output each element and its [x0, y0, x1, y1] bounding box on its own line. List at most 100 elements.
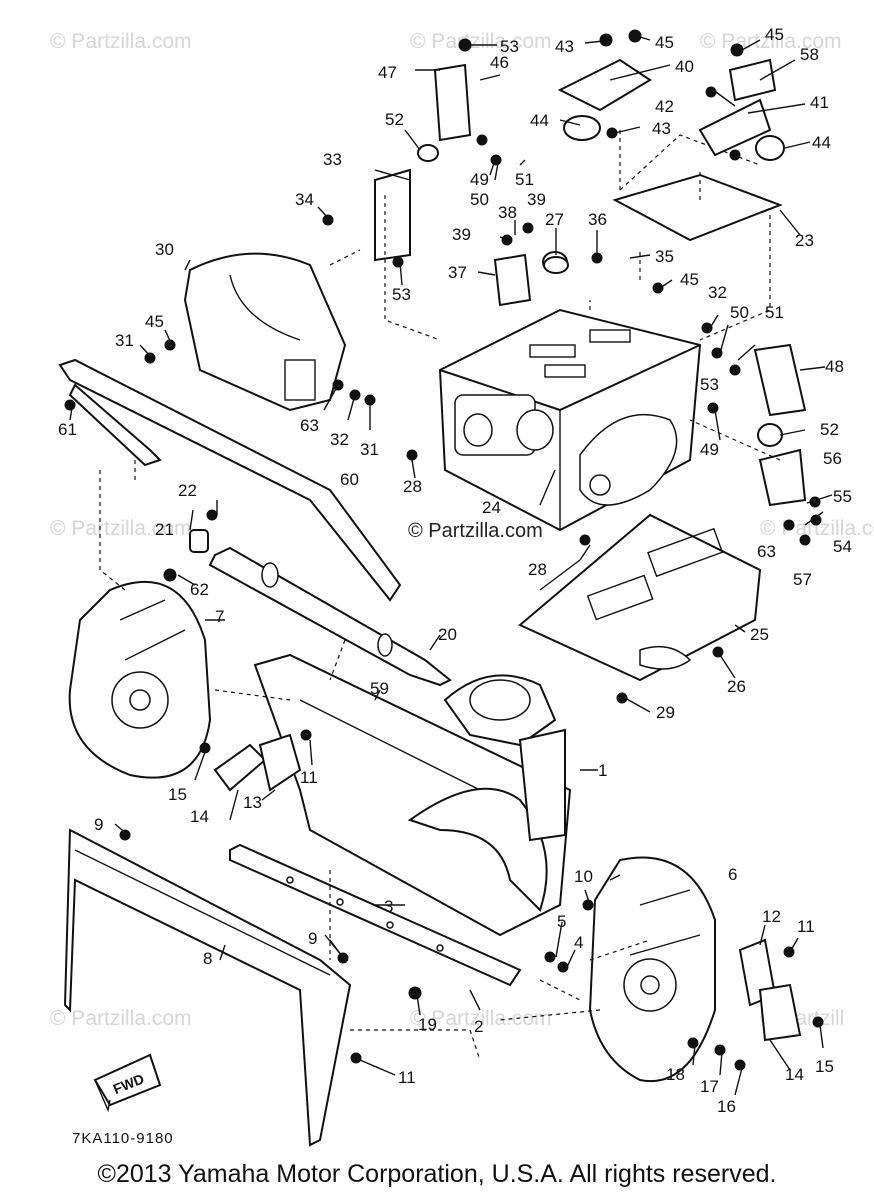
callout-label: 44 — [530, 111, 549, 130]
watermark: © Partzilla.com — [50, 1007, 192, 1030]
callout-label: 63 — [757, 542, 776, 561]
callout-label: 51 — [765, 303, 784, 322]
callout-label: 14 — [785, 1065, 804, 1084]
copyright-notice: ©2013 Yamaha Motor Corporation, U.S.A. A… — [97, 1160, 777, 1188]
handle-bar — [58, 358, 402, 602]
watermark: © Partzilla.com — [410, 30, 552, 53]
callout-label: 23 — [795, 231, 814, 250]
callout-label: 37 — [448, 263, 467, 282]
callout-label: 48 — [825, 357, 844, 376]
callout-label: 62 — [190, 580, 209, 599]
callout-label: 22 — [178, 481, 197, 500]
callout-label: 16 — [717, 1097, 736, 1116]
callout-label: 57 — [793, 570, 812, 589]
callout-label: 11 — [300, 768, 318, 787]
callout-label: 4 — [574, 933, 583, 952]
callout-label: 24 — [482, 498, 501, 517]
callout-label: 25 — [750, 625, 769, 644]
callout-label: 40 — [675, 57, 694, 76]
callout-label: 11 — [398, 1068, 416, 1087]
callout-label: 8 — [203, 949, 212, 968]
callout-label: 29 — [656, 703, 675, 722]
callout-label: 9 — [308, 929, 317, 948]
scraper-blade — [229, 843, 522, 987]
left-side-plate — [68, 580, 212, 779]
callout-label: 39 — [527, 190, 546, 209]
callout-label: 17 — [700, 1077, 719, 1096]
belt-cover — [183, 252, 347, 412]
callout-label: 11 — [797, 917, 815, 936]
callout-label: 61 — [58, 420, 77, 439]
callout-label: 53 — [700, 375, 719, 394]
callout-label: 55 — [833, 487, 852, 506]
drawing-code: 7KA110-9180 — [72, 1130, 174, 1147]
leader-lines — [69, 36, 833, 1096]
callout-label: 53 — [392, 285, 411, 304]
callout-label: 2 — [474, 1017, 483, 1036]
front-scraper — [63, 828, 352, 1147]
watermark: © Partzilla.com — [50, 30, 192, 53]
callout-label: 41 — [810, 93, 829, 112]
callout-label: 45 — [145, 312, 164, 331]
callout-label: 44 — [812, 133, 831, 152]
callout-label: 54 — [833, 537, 852, 556]
callout-label: 50 — [730, 303, 749, 322]
callout-label: 42 — [655, 97, 674, 116]
bracket-small-parts — [213, 58, 807, 1042]
skid-plate — [518, 513, 762, 682]
callout-label: 10 — [574, 867, 593, 886]
callout-label: 26 — [727, 677, 746, 696]
callout-label: 49 — [700, 440, 719, 459]
callout-label: 6 — [728, 865, 737, 884]
callout-label: 46 — [490, 53, 509, 72]
callout-label: 63 — [300, 416, 319, 435]
callout-label: 15 — [815, 1057, 834, 1076]
cover-plate — [612, 134, 783, 242]
callout-label: 21 — [155, 520, 174, 539]
callout-label: 31 — [115, 331, 134, 350]
callout-label: 3 — [384, 897, 393, 916]
callout-label: 14 — [190, 807, 209, 826]
callout-label: 59 — [370, 679, 389, 698]
drive-shaft — [189, 529, 452, 687]
callout-label: 12 — [762, 907, 781, 926]
callout-label: 5 — [557, 912, 566, 931]
callout-label: 50 — [470, 190, 489, 209]
callout-label: 49 — [470, 170, 489, 189]
callout-label: 20 — [438, 625, 457, 644]
callout-label: 9 — [94, 815, 103, 834]
callout-label: 33 — [323, 150, 342, 169]
callout-label: 43 — [652, 119, 671, 138]
callout-label: 47 — [378, 63, 397, 82]
callout-label: 52 — [385, 110, 404, 129]
callout-label: 35 — [655, 247, 674, 266]
callout-label: 27 — [545, 210, 564, 229]
fwd-arrow-icon: FWD — [93, 1053, 162, 1113]
watermark: © Partzilla.com — [410, 1007, 552, 1030]
callout-label: 53 — [500, 37, 519, 56]
callout-label: 30 — [155, 240, 174, 259]
callout-label: 39 — [452, 225, 471, 244]
callout-label: 43 — [555, 37, 574, 56]
callout-label: 32 — [708, 283, 727, 302]
callout-label: 45 — [655, 33, 674, 52]
callout-label: 1 — [598, 761, 607, 780]
callout-label: 36 — [588, 210, 607, 229]
callout-label: 34 — [295, 190, 314, 209]
callout-label: 19 — [418, 1015, 437, 1034]
callout-label: 45 — [765, 25, 784, 44]
callout-label: 13 — [243, 793, 262, 812]
auger-housing — [253, 653, 572, 937]
callout-label: 18 — [666, 1065, 685, 1084]
callout-label: 28 — [528, 560, 547, 579]
callout-label: 28 — [403, 477, 422, 496]
frame-housing — [438, 308, 702, 532]
watermark: © Partzilla.com — [50, 517, 192, 540]
callout-label: 56 — [823, 449, 842, 468]
callout-label: 45 — [680, 270, 699, 289]
callout-label: 52 — [820, 420, 839, 439]
callout-label: 51 — [515, 170, 534, 189]
callout-label: 15 — [168, 785, 187, 804]
callout-label: 32 — [330, 430, 349, 449]
